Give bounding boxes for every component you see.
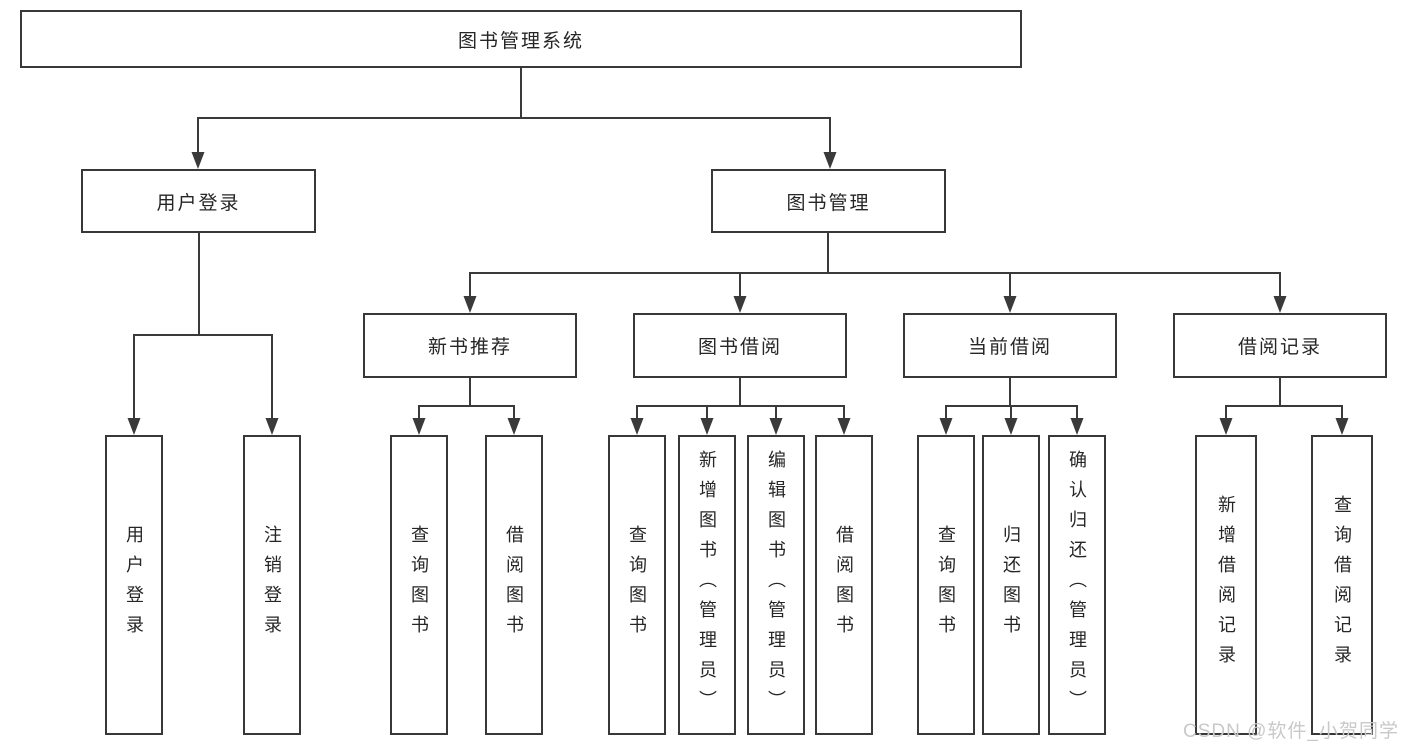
node-root-label: 图书管理系统	[457, 30, 584, 52]
leaf-br-add-record: 新增借阅记录	[1195, 435, 1257, 735]
leaf-logout-login: 注销登录	[243, 435, 301, 735]
node-book-borrowing-label: 图书借阅	[697, 337, 782, 358]
leaf-cb-confirm-return-admin: 确认归还（管理员）	[1048, 435, 1106, 735]
csdn-watermark: CSDN @软件_小贺同学	[1183, 721, 1399, 742]
node-user-login-label: 用户登录	[156, 192, 241, 214]
node-new-book-recommendation-label: 新书推荐	[427, 337, 512, 358]
leaf-cb-return-books: 归还图书	[982, 435, 1040, 735]
node-book-management: 图书管理	[711, 169, 946, 233]
leaf-bb-query-books: 查询图书	[608, 435, 666, 735]
leaf-logout-login-label: 注销登录	[262, 525, 282, 645]
leaf-bb-borrow-books: 借阅图书	[815, 435, 873, 735]
node-new-book-recommendation: 新书推荐	[363, 313, 577, 378]
leaf-bb-borrow-books-label: 借阅图书	[834, 525, 854, 645]
leaf-bb-query-books-label: 查询图书	[627, 525, 647, 645]
node-borrowing-records: 借阅记录	[1173, 313, 1387, 378]
leaf-br-query-record-label: 查询借阅记录	[1332, 495, 1352, 675]
leaf-bb-edit-book-admin-label: 编辑图书（管理员）	[766, 450, 786, 720]
leaf-user-login-label: 用户登录	[124, 525, 144, 645]
leaf-br-add-record-label: 新增借阅记录	[1216, 495, 1236, 675]
leaf-nbr-borrow-books: 借阅图书	[485, 435, 543, 735]
node-root: 图书管理系统	[20, 10, 1022, 68]
arrowheads-group	[127, 152, 1349, 435]
leaf-cb-confirm-return-admin-label: 确认归还（管理员）	[1067, 450, 1087, 720]
leaf-cb-query-books: 查询图书	[917, 435, 975, 735]
leaf-cb-return-books-label: 归还图书	[1001, 525, 1021, 645]
leaf-user-login: 用户登录	[105, 435, 163, 735]
node-current-borrowing: 当前借阅	[903, 313, 1117, 378]
leaf-bb-add-book-admin-label: 新增图书（管理员）	[697, 450, 717, 720]
leaf-br-query-record: 查询借阅记录	[1311, 435, 1373, 735]
leaf-cb-query-books-label: 查询图书	[936, 525, 956, 645]
leaf-nbr-query-books-label: 查询图书	[409, 525, 429, 645]
node-book-management-label: 图书管理	[786, 192, 871, 214]
leaf-nbr-borrow-books-label: 借阅图书	[504, 525, 524, 645]
node-user-login: 用户登录	[81, 169, 316, 233]
node-current-borrowing-label: 当前借阅	[967, 337, 1052, 358]
leaf-bb-edit-book-admin: 编辑图书（管理员）	[747, 435, 805, 735]
leaf-bb-add-book-admin: 新增图书（管理员）	[678, 435, 736, 735]
node-borrowing-records-label: 借阅记录	[1237, 337, 1322, 358]
node-book-borrowing: 图书借阅	[633, 313, 847, 378]
leaf-nbr-query-books: 查询图书	[390, 435, 448, 735]
